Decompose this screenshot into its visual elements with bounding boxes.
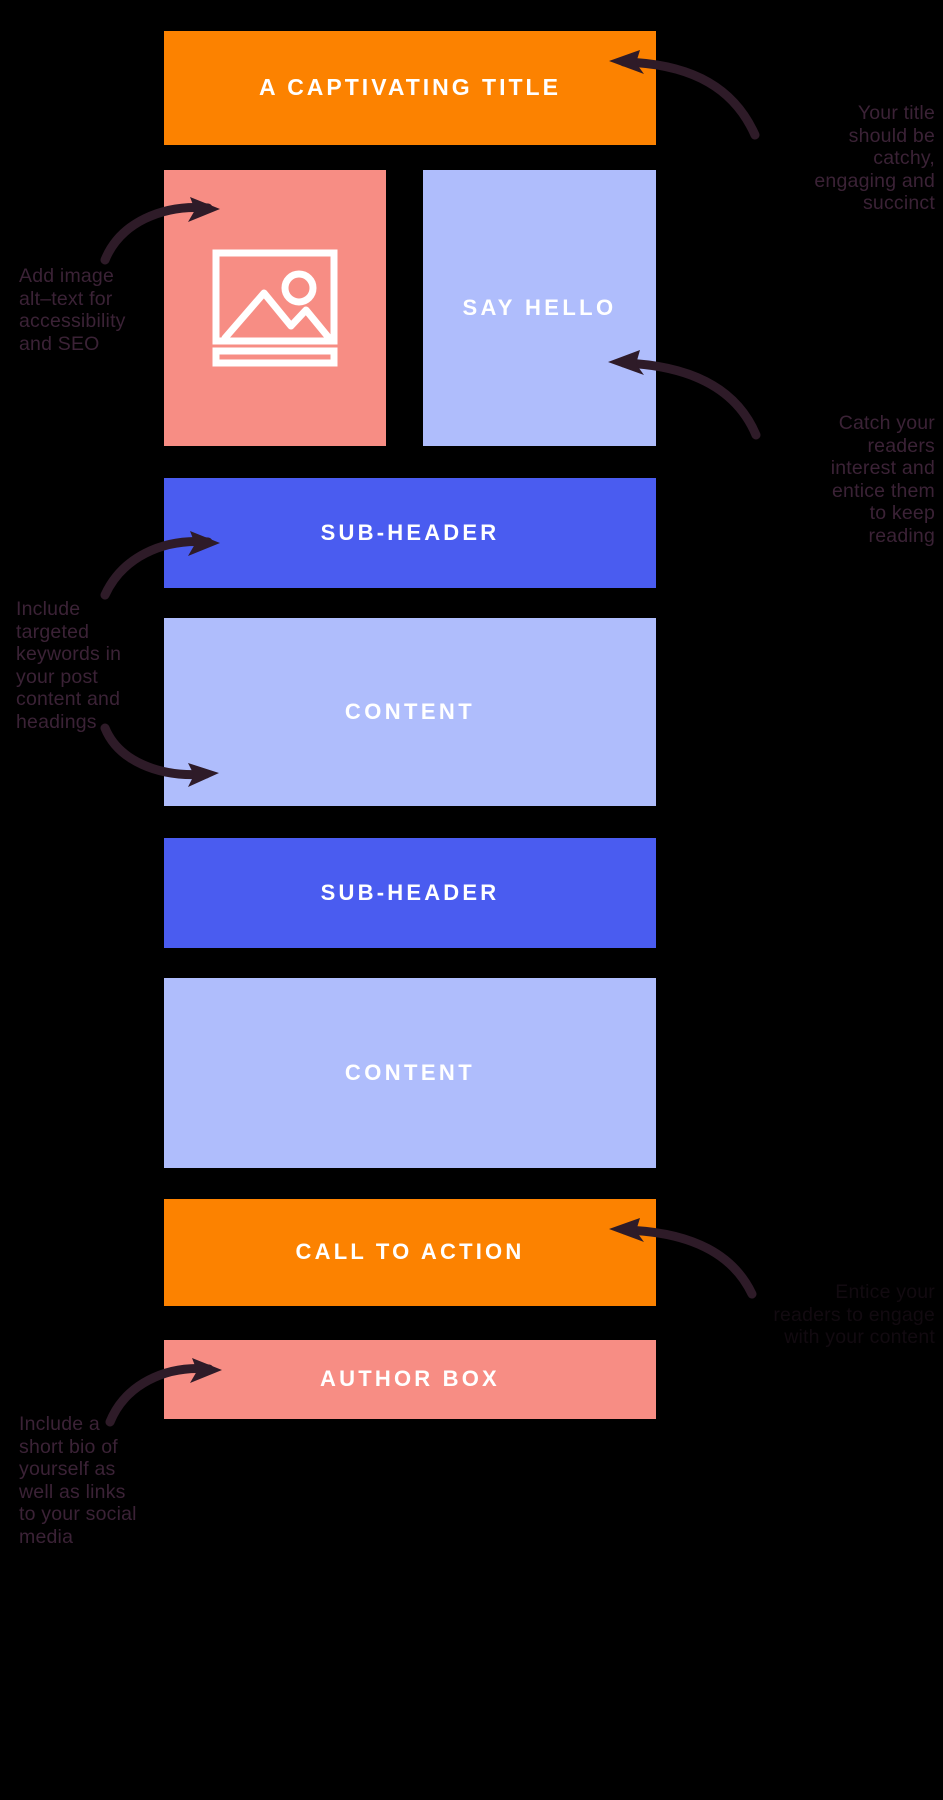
annotation-author-box: Include a short bio of yourself as well … [19,1413,137,1548]
block-subheader-2-label: SUB-HEADER [320,879,500,905]
block-subheader-1[interactable]: SUB-HEADER [164,478,656,588]
annotation-title: Your title should be catchy, engaging an… [814,102,935,214]
block-subheader-1-label: SUB-HEADER [320,519,500,545]
block-call-to-action[interactable]: CALL TO ACTION [164,1199,656,1306]
block-content-1-label: CONTENT [344,698,476,724]
annotation-call-to-action: Entice your readers to engage with your … [773,1281,935,1348]
block-call-to-action-label: CALL TO ACTION [295,1239,525,1265]
block-subheader-2[interactable]: SUB-HEADER [164,838,656,948]
block-title[interactable]: A CAPTIVATING TITLE [164,31,656,145]
annotation-keywords: Include targeted keywords in your post c… [16,598,122,733]
block-say-hello-label: SAY HELLO [462,294,617,320]
block-title-label: A CAPTIVATING TITLE [259,74,561,101]
annotation-image: Add image alt–text for accessibility and… [19,265,126,355]
image-placeholder-icon [212,249,338,367]
annotation-say-hello: Catch your readers interest and entice t… [830,412,935,547]
block-content-2[interactable]: CONTENT [164,978,656,1168]
block-author-box-label: AUTHOR BOX [320,1366,500,1392]
block-author-box[interactable]: AUTHOR BOX [164,1340,656,1419]
block-say-hello[interactable]: SAY HELLO [423,170,656,446]
block-content-2-label: CONTENT [344,1059,476,1085]
block-content-1[interactable]: CONTENT [164,618,656,806]
